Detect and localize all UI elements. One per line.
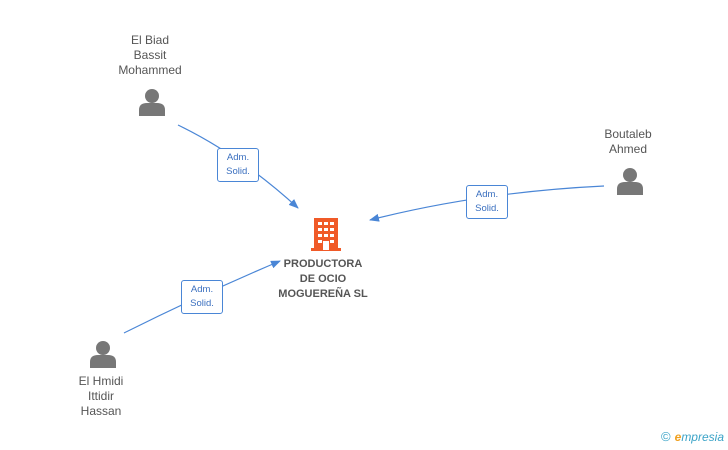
copyright-symbol: © <box>661 429 671 444</box>
building-icon[interactable] <box>311 218 341 251</box>
role-line: Adm. <box>226 152 250 163</box>
role-line: Adm. <box>475 189 499 200</box>
person-name-el-hmidi[interactable]: El Hmidi Ittidir Hassan <box>61 374 141 419</box>
name-line: Bassit <box>133 48 167 62</box>
brand-initial: e <box>674 430 682 444</box>
person-icon[interactable] <box>617 168 643 195</box>
brand-name: mpresia <box>681 430 724 444</box>
name-line: El Biad <box>130 33 170 47</box>
role-line: Solid. <box>475 203 499 214</box>
role-badge: Adm. Solid. <box>466 185 508 219</box>
role-line: Solid. <box>226 166 250 177</box>
name-line: Hassan <box>80 404 122 418</box>
name-line: El Hmidi <box>78 374 124 388</box>
role-line: Solid. <box>190 298 214 309</box>
empresia-watermark: ©empresia <box>661 429 724 444</box>
name-line: Mohammed <box>118 63 182 77</box>
role-badge: Adm. Solid. <box>217 148 259 182</box>
company-name-line: DE OCIO <box>299 273 347 285</box>
person-icon[interactable] <box>90 341 116 368</box>
person-name-boutaleb[interactable]: Boutaleb Ahmed <box>588 127 668 157</box>
company-name-line: MOGUEREÑA SL <box>278 288 368 300</box>
role-badge: Adm. Solid. <box>181 280 223 314</box>
role-line: Adm. <box>190 284 214 295</box>
name-line: Boutaleb <box>604 127 652 141</box>
name-line: Ahmed <box>608 142 648 156</box>
company-name[interactable]: PRODUCTORA DE OCIO MOGUEREÑA SL <box>263 257 383 302</box>
person-icon[interactable] <box>139 89 165 116</box>
person-name-el-biad[interactable]: El Biad Bassit Mohammed <box>110 33 190 78</box>
company-name-line: PRODUCTORA <box>283 258 363 270</box>
name-line: Ittidir <box>87 389 114 403</box>
